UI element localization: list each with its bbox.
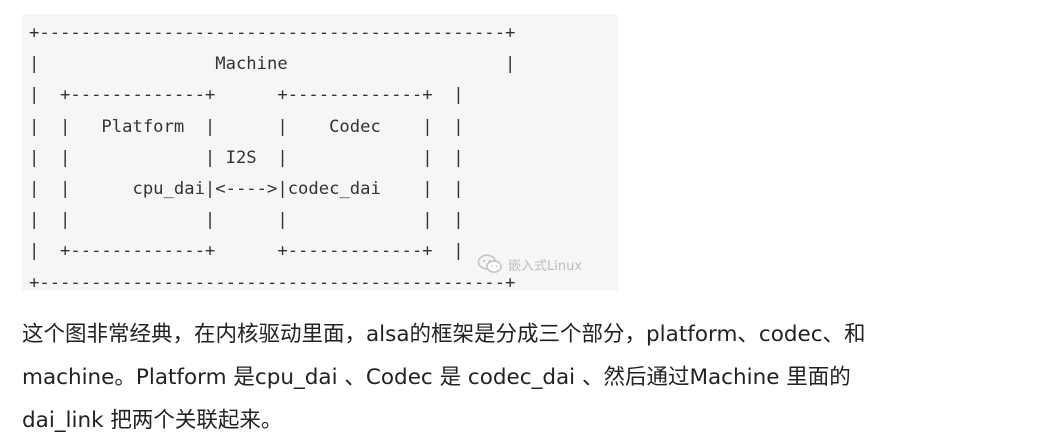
description-paragraph: 这个图非常经典，在内核驱动里面，alsa的框架是分成三个部分，platform、…	[22, 313, 1027, 442]
wechat-icon	[477, 254, 503, 274]
diagram-line: +---------------------------------------…	[29, 272, 516, 291]
diagram-line: | +-------------+ +-------------+ |	[29, 85, 464, 106]
diagram-line: | | | | | |	[29, 210, 464, 231]
diagram-line: | | cpu_dai|<---->|codec_dai | |	[29, 179, 464, 200]
paragraph-line: dai_link 把两个关联起来。	[22, 408, 283, 433]
diagram-line: | +-------------+ +-------------+ |	[29, 241, 464, 262]
watermark: 嵌入式Linux	[477, 254, 582, 274]
paragraph-line: machine。Platform 是cpu_dai 、Codec 是 codec…	[22, 365, 851, 390]
diagram-line: | Machine |	[29, 54, 516, 75]
ascii-diagram: +---------------------------------------…	[29, 18, 618, 291]
diagram-line: | | Platform | | Codec | |	[29, 116, 464, 137]
diagram-line: +---------------------------------------…	[29, 23, 516, 43]
paragraph-line: 这个图非常经典，在内核驱动里面，alsa的框架是分成三个部分，platform、…	[22, 322, 866, 347]
ascii-diagram-block: +---------------------------------------…	[22, 14, 618, 291]
diagram-line: | | | I2S | | |	[29, 147, 464, 168]
watermark-text: 嵌入式Linux	[508, 258, 583, 274]
